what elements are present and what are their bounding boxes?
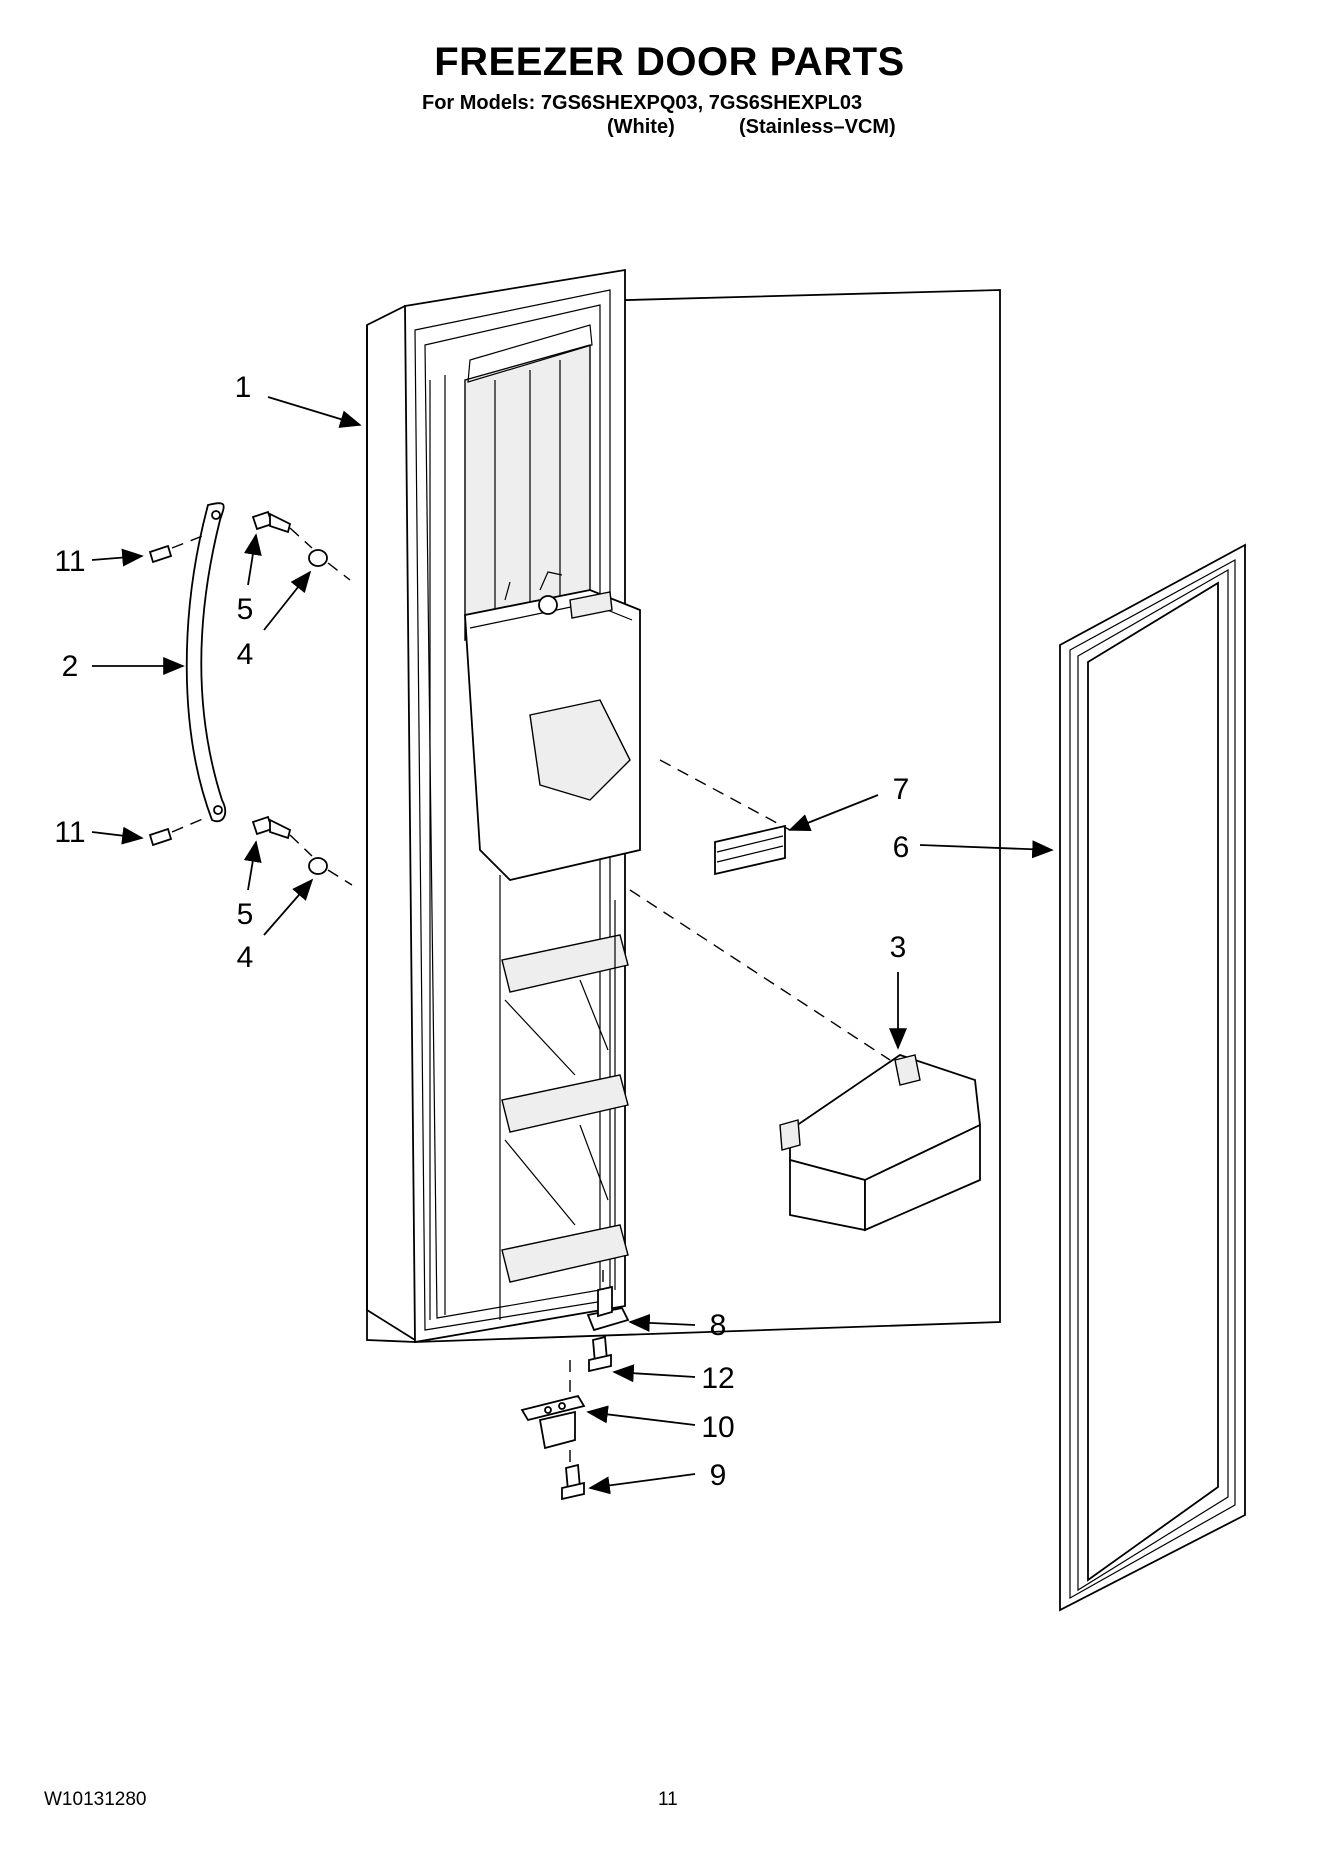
document-number: W10131280 xyxy=(44,1789,147,1810)
freezer-door xyxy=(366,268,1001,1344)
door-handle xyxy=(185,502,227,823)
page-title: FREEZER DOOR PARTS xyxy=(434,40,905,84)
screw-11-upper xyxy=(148,534,206,564)
screw-5-lower xyxy=(251,815,292,840)
door-bin xyxy=(629,889,981,1232)
callout-8: 8 xyxy=(710,1309,727,1342)
leader-lines xyxy=(91,396,1054,1495)
callout-3: 3 xyxy=(890,931,907,964)
spacer-4-upper xyxy=(289,527,351,581)
callout-5-upper: 5 xyxy=(237,593,254,626)
variant-white: (White) xyxy=(607,116,675,138)
callout-1: 1 xyxy=(235,371,252,404)
page-number: 11 xyxy=(658,1789,678,1810)
bottom-hinge xyxy=(520,1360,586,1450)
hinge-pin xyxy=(586,1270,630,1332)
callout-2: 2 xyxy=(62,650,79,683)
callout-4-lower: 4 xyxy=(237,941,254,974)
screw-11-lower xyxy=(148,817,206,847)
callout-5-lower: 5 xyxy=(237,898,254,931)
callout-10: 10 xyxy=(701,1411,734,1444)
callout-9: 9 xyxy=(710,1459,727,1492)
dispenser-pad xyxy=(659,759,791,876)
screw-12 xyxy=(588,1335,612,1373)
callout-4-upper: 4 xyxy=(237,638,254,671)
door-gasket xyxy=(1059,543,1246,1612)
callout-12: 12 xyxy=(701,1362,734,1395)
spacer-4-lower xyxy=(289,834,353,886)
models-line: For Models: 7GS6SHEXPQ03, 7GS6SHEXPL03 xyxy=(422,92,863,114)
callout-7: 7 xyxy=(893,773,910,806)
variant-stainless: (Stainless–VCM) xyxy=(739,116,896,138)
callout-11-upper: 11 xyxy=(54,545,85,578)
callout-6: 6 xyxy=(893,831,910,864)
screw-9 xyxy=(561,1450,585,1501)
callout-11-lower: 11 xyxy=(54,816,85,849)
screw-5-upper xyxy=(251,510,292,534)
